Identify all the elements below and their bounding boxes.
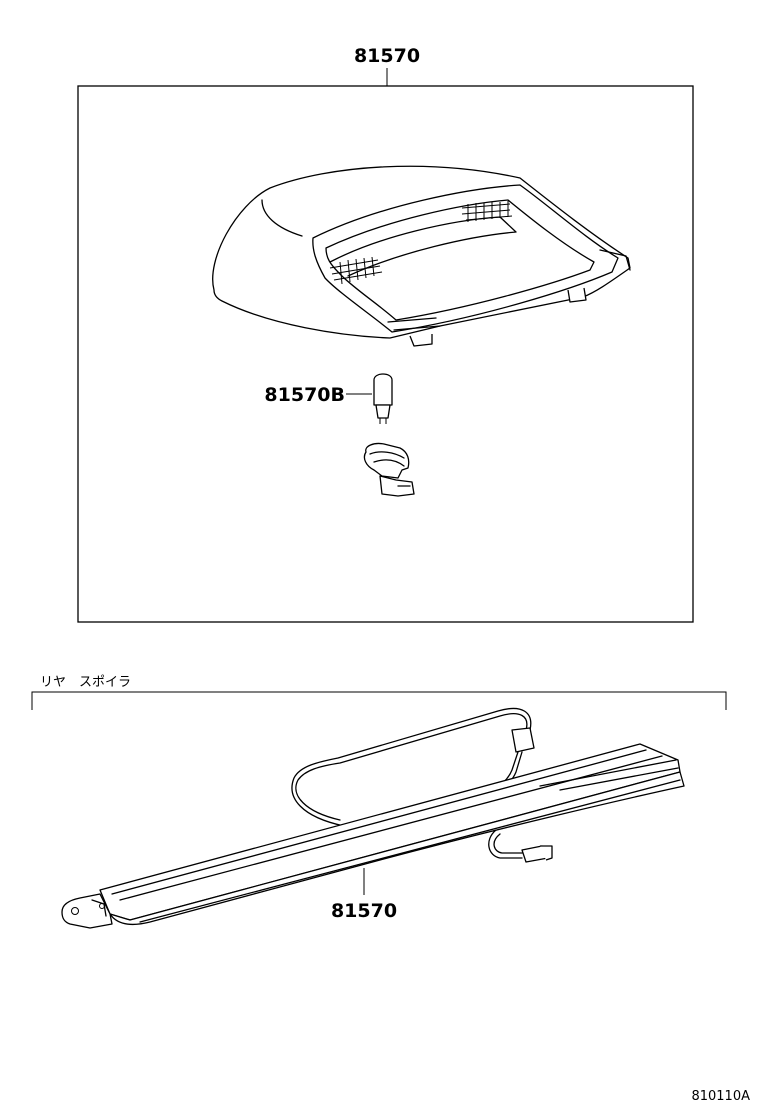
bulb-part-number-label[interactable]: 81570B (264, 384, 345, 406)
rear-spoiler-section-bracket (31, 691, 727, 710)
wedge-bulb-illustration[interactable] (373, 373, 393, 424)
diagram-code-label: 810110A (691, 1089, 750, 1104)
rear-spoiler-lamp-illustration[interactable] (61, 707, 685, 929)
spoiler-part-number-label[interactable]: 81570 (331, 900, 397, 922)
stop-lamp-housing-illustration[interactable] (212, 165, 631, 347)
top-assembly-frame (77, 85, 694, 623)
bulb-socket-illustration[interactable] (363, 442, 415, 497)
top-part-number-label[interactable]: 81570 (354, 45, 420, 67)
rear-spoiler-section-label: リヤ スポイラ (40, 675, 131, 690)
